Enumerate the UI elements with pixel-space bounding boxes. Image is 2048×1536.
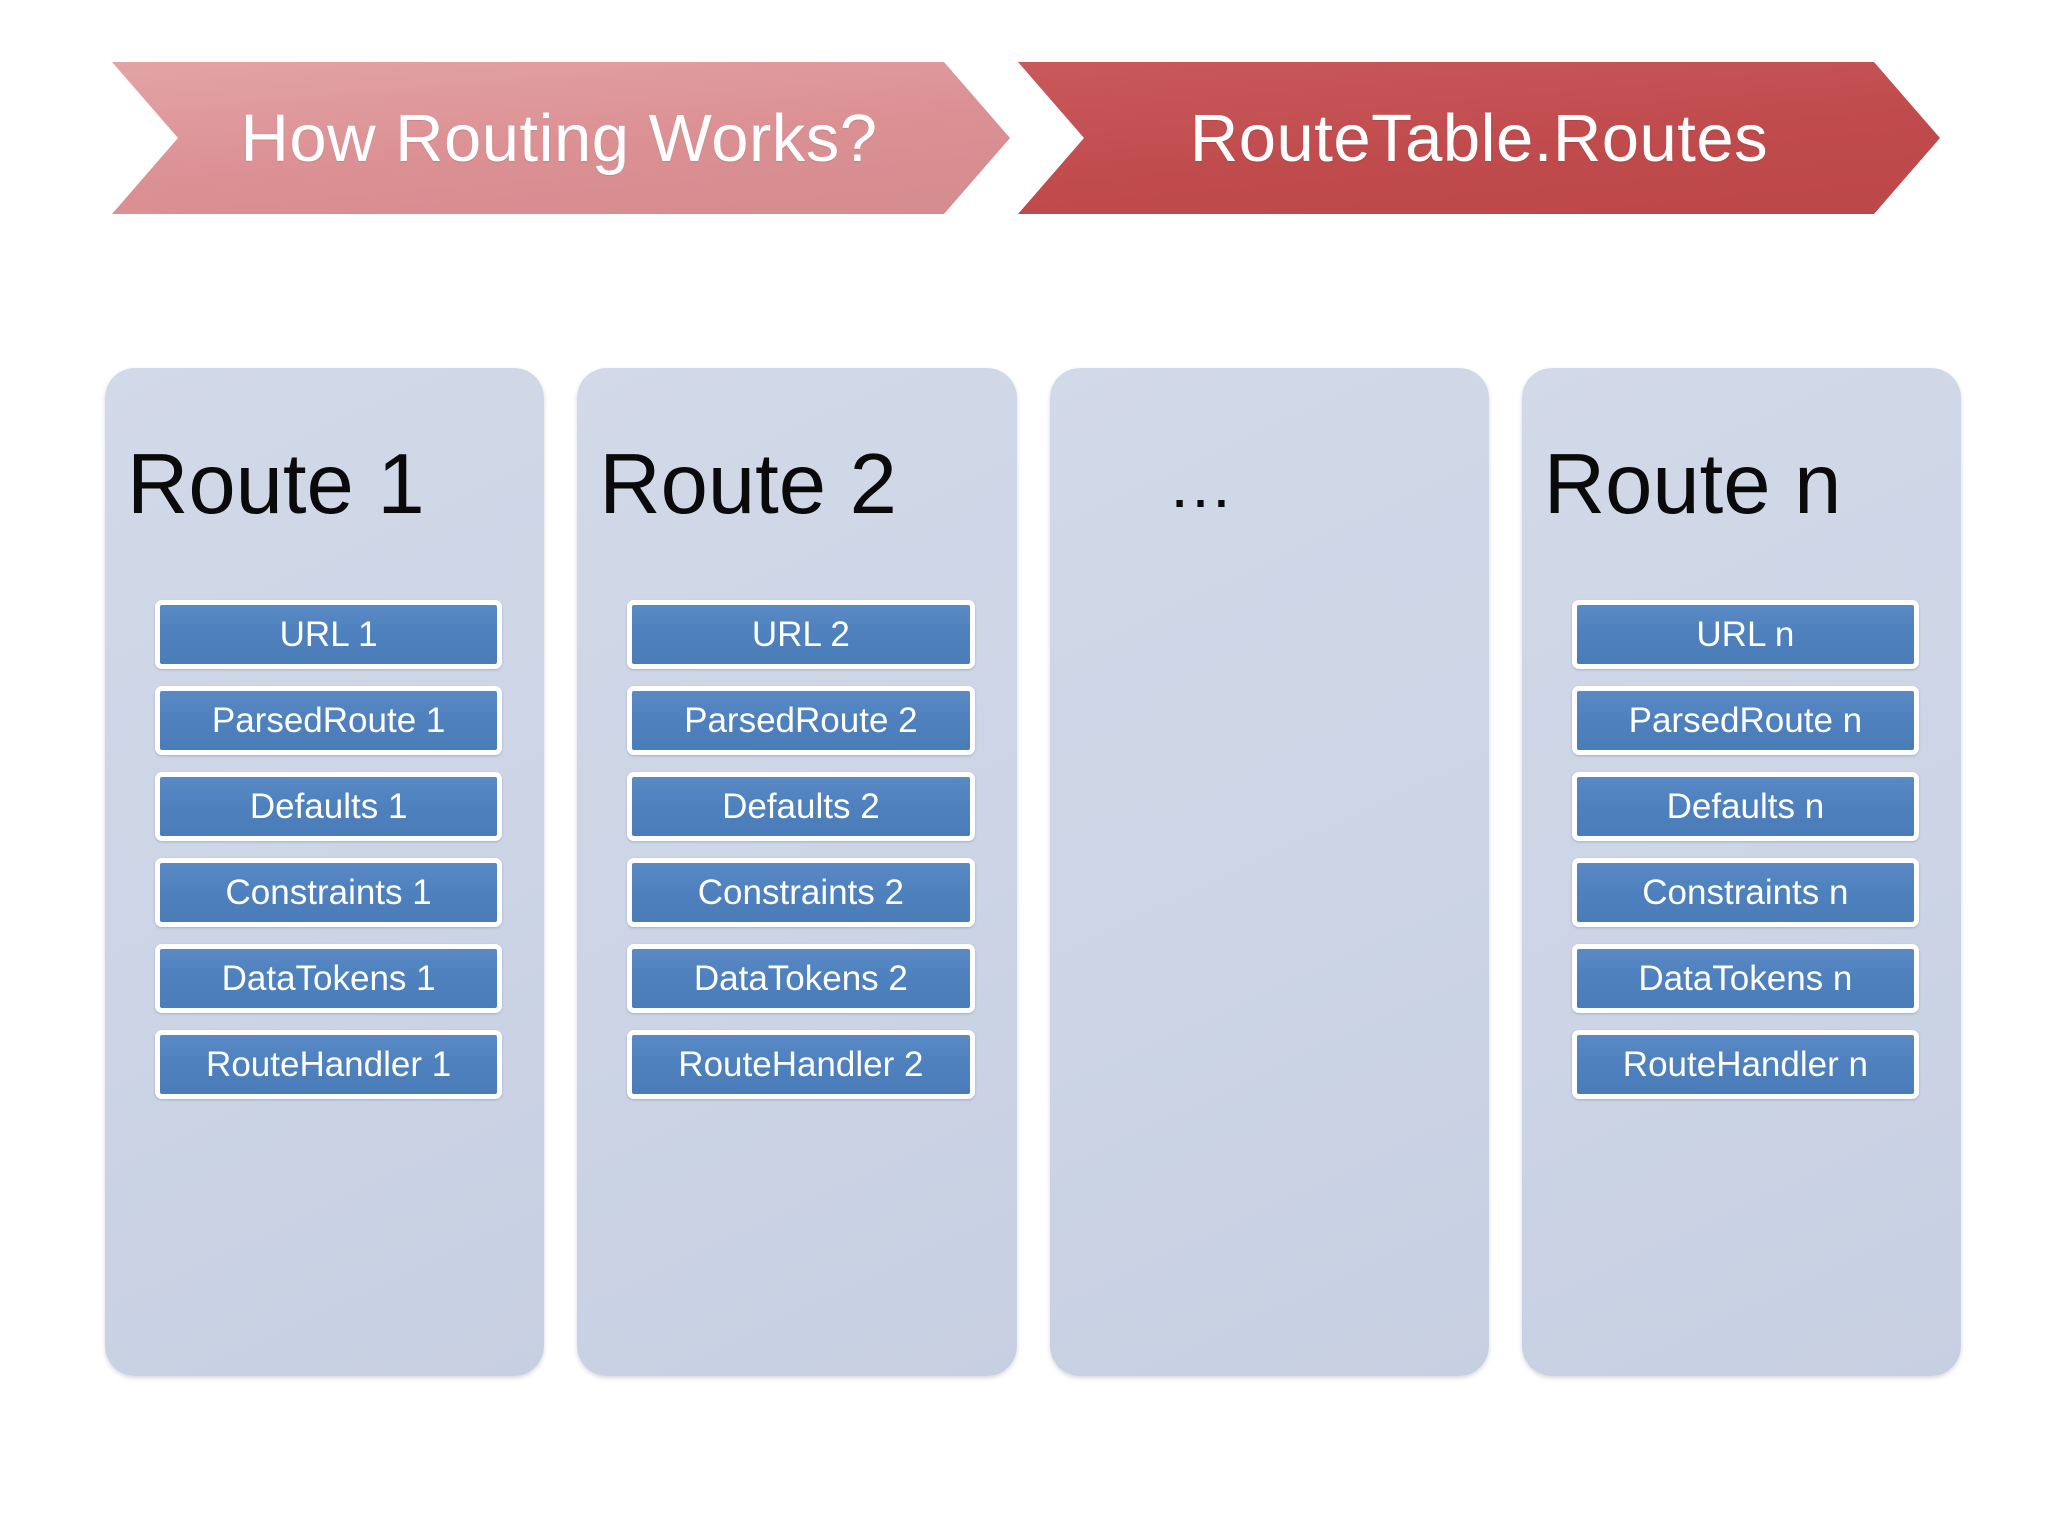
route-item-list: URL 1 ParsedRoute 1 Defaults 1 Constrain…	[113, 600, 536, 1099]
route-columns: Route 1 URL 1 ParsedRoute 1 Defaults 1 C…	[105, 368, 1961, 1376]
route-item-routehandler[interactable]: RouteHandler n	[1571, 1030, 1919, 1099]
route-column-title: …	[1167, 447, 1237, 521]
route-item-constraints[interactable]: Constraints 2	[627, 858, 975, 927]
chevron-banner: How Routing Works? RouteTable.Routes	[112, 62, 1940, 214]
route-item-defaults[interactable]: Defaults n	[1571, 772, 1919, 841]
route-item-defaults[interactable]: Defaults 2	[627, 772, 975, 841]
chevron-routetable-routes[interactable]: RouteTable.Routes	[1018, 62, 1940, 214]
route-column-ellipsis[interactable]: …	[1049, 368, 1489, 1376]
route-item-parsedroute[interactable]: ParsedRoute 2	[627, 686, 975, 755]
route-item-url[interactable]: URL 2	[627, 600, 975, 669]
route-column-1[interactable]: Route 1 URL 1 ParsedRoute 1 Defaults 1 C…	[105, 368, 545, 1376]
route-column-title: Route 2	[599, 436, 897, 532]
route-column-2[interactable]: Route 2 URL 2 ParsedRoute 2 Defaults 2 C…	[577, 368, 1017, 1376]
route-item-defaults[interactable]: Defaults 1	[155, 772, 503, 841]
chevron-label-2: RouteTable.Routes	[1189, 100, 1769, 176]
route-column-title: Route n	[1543, 436, 1842, 532]
chevron-how-routing-works[interactable]: How Routing Works?	[112, 62, 1010, 214]
route-item-url[interactable]: URL n	[1571, 600, 1919, 669]
route-item-list: URL 2 ParsedRoute 2 Defaults 2 Constrain…	[585, 600, 1008, 1099]
route-item-constraints[interactable]: Constraints n	[1571, 858, 1919, 927]
route-column-title: Route 1	[127, 436, 425, 532]
route-item-datatokens[interactable]: DataTokens 2	[627, 944, 975, 1013]
route-column-n[interactable]: Route n URL n ParsedRoute n Defaults n C…	[1521, 368, 1961, 1376]
route-item-routehandler[interactable]: RouteHandler 2	[627, 1030, 975, 1099]
route-item-constraints[interactable]: Constraints 1	[155, 858, 503, 927]
route-item-datatokens[interactable]: DataTokens 1	[155, 944, 503, 1013]
route-item-parsedroute[interactable]: ParsedRoute n	[1571, 686, 1919, 755]
chevron-label-1: How Routing Works?	[240, 100, 878, 176]
route-item-routehandler[interactable]: RouteHandler 1	[155, 1030, 503, 1099]
route-item-url[interactable]: URL 1	[155, 600, 503, 669]
route-item-datatokens[interactable]: DataTokens n	[1571, 944, 1919, 1013]
route-item-parsedroute[interactable]: ParsedRoute 1	[155, 686, 503, 755]
route-item-list: URL n ParsedRoute n Defaults n Constrain…	[1530, 600, 1953, 1099]
